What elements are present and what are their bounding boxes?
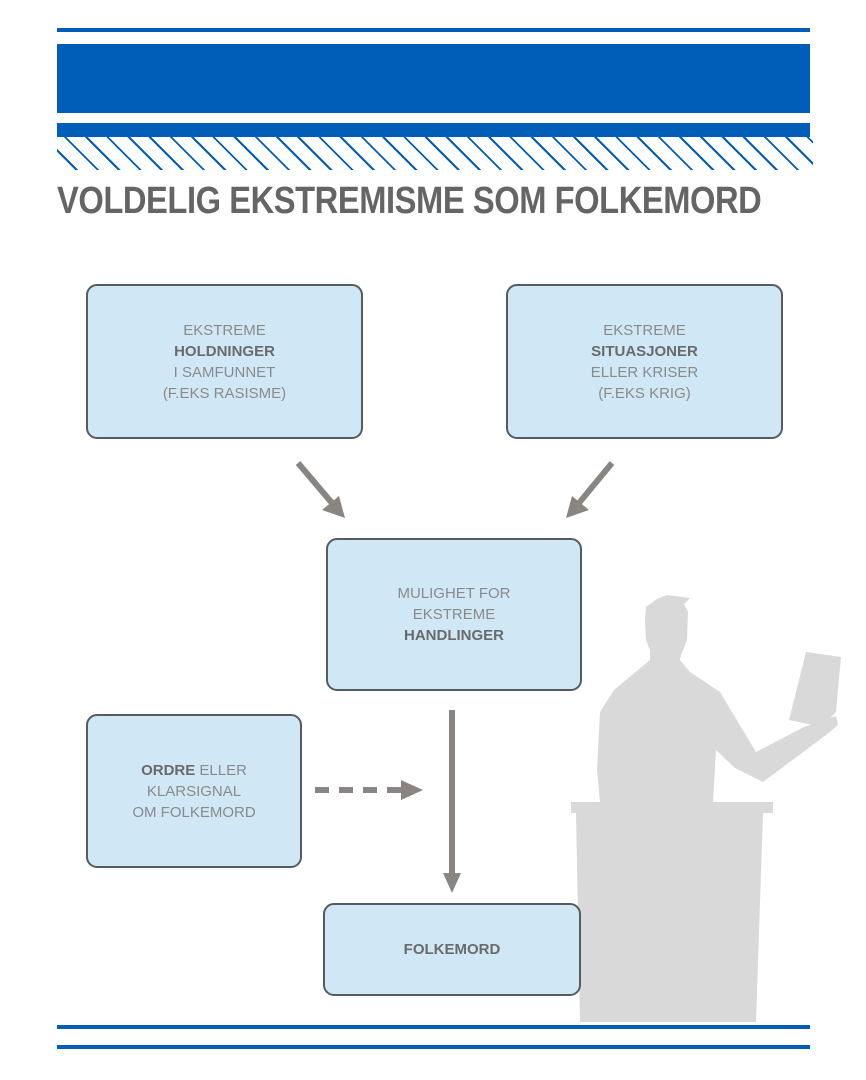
box-text: ELLER — [195, 761, 247, 779]
box-text: OM FOLKEMORD — [132, 803, 256, 821]
box-genocide: FOLKEMORD — [323, 903, 581, 996]
box-extreme-situations: EKSTREME SITUASJONER ELLER KRISER (F.EKS… — [506, 284, 783, 439]
paper-icon — [789, 652, 841, 727]
box-extreme-attitudes: EKSTREME HOLDNINGER I SAMFUNNET (F.EKS R… — [86, 284, 363, 439]
box-text: ELLER KRISER — [590, 363, 699, 381]
box-text: KLARSIGNAL — [146, 782, 242, 800]
box-text: I SAMFUNNET — [173, 363, 276, 381]
podium-icon — [576, 813, 763, 1022]
box-text: EKSTREME — [603, 321, 686, 339]
box-text-bold: SITUASJONER — [591, 342, 698, 360]
box-text: (F.EKS RASISME) — [162, 384, 287, 402]
box-text: EKSTREME — [412, 606, 496, 623]
arrow-situations-to-possibility — [576, 461, 615, 505]
header-banner — [57, 44, 810, 113]
box-text: EKSTREME — [183, 321, 266, 339]
box-text-bold: HANDLINGER — [404, 627, 504, 644]
bottom-rule-2 — [57, 1045, 810, 1049]
box-order-signal: ORDRE ELLER KLARSIGNAL OM FOLKEMORD — [86, 714, 302, 868]
arrow-attitudes-to-possibility — [295, 461, 335, 505]
box-text: (F.EKS KRIG) — [598, 384, 691, 402]
box-text: MULIGHET FOR — [397, 585, 511, 602]
arrowhead-icon — [401, 780, 423, 800]
box-possibility-extreme-actions: MULIGHET FOR EKSTREME HANDLINGER — [326, 538, 582, 691]
box-text-bold: HOLDNINGER — [174, 342, 275, 360]
podium-top — [571, 802, 773, 813]
page-title: VOLDELIG EKSTREMISME SOM FOLKEMORD — [57, 180, 762, 222]
top-rule — [57, 28, 810, 32]
box-text-line: ORDRE ELLER — [141, 760, 247, 781]
speaker-silhouette-icon — [571, 595, 841, 1022]
box-text-bold: FOLKEMORD — [403, 941, 501, 958]
header-hatch-pattern — [57, 137, 813, 170]
header-stripe — [57, 123, 810, 137]
arrowhead-icon — [443, 873, 461, 893]
bottom-rule-1 — [57, 1025, 810, 1029]
box-text-bold: ORDRE — [141, 761, 196, 779]
arrowhead-icon — [322, 496, 345, 518]
arrowhead-icon — [566, 496, 589, 518]
